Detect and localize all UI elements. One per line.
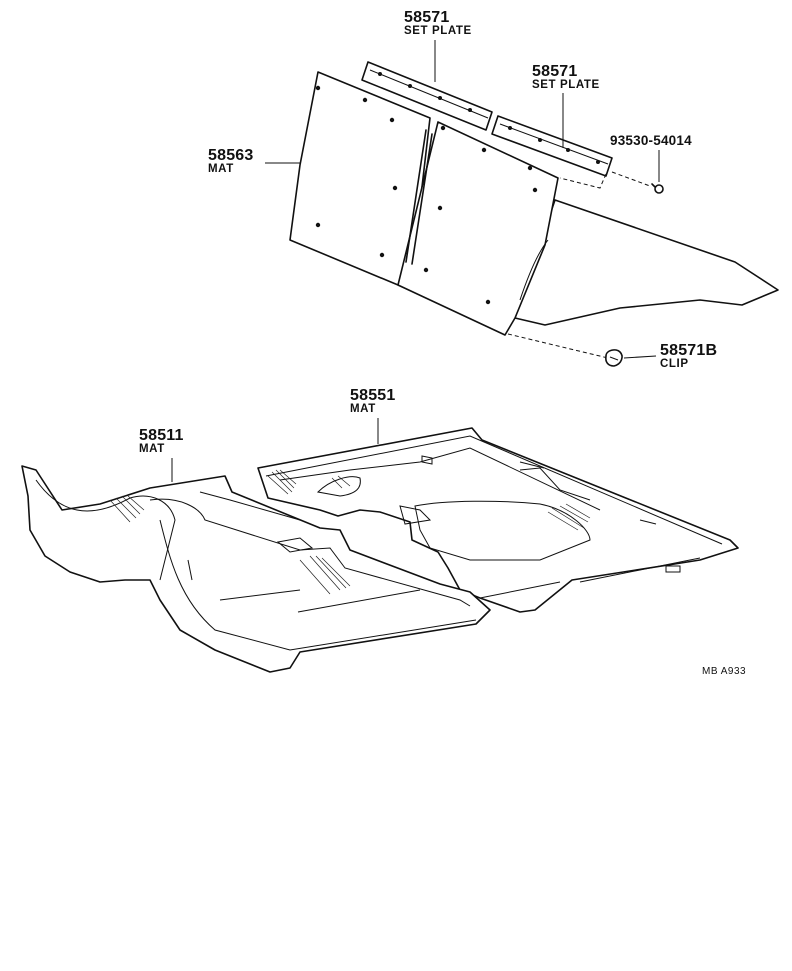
set-plate-left-drawing	[361, 61, 493, 131]
part-number: 58551	[350, 387, 396, 404]
callout-bolt: 93530-54014	[610, 134, 692, 148]
callout-mat-rear: 58563 MAT	[208, 148, 254, 176]
part-number: 58563	[208, 147, 254, 164]
front-mat-drawing	[21, 465, 491, 673]
callout-set-plate-left: 58571 SET PLATE	[404, 10, 472, 38]
part-name: SET PLATE	[404, 25, 472, 37]
figure-code: MB A933	[702, 666, 747, 677]
part-number: 93530-54014	[610, 133, 692, 148]
part-number: 58511	[139, 427, 184, 444]
part-number: 58571B	[660, 342, 718, 359]
part-number: 58571	[404, 9, 450, 26]
center-mat-drawing	[257, 427, 739, 613]
callout-mat-front: 58511 MAT	[139, 428, 184, 456]
callout-clip: 58571B CLIP	[660, 343, 717, 371]
part-name: SET PLATE	[532, 79, 600, 91]
callout-mat-center: 58551 MAT	[350, 388, 396, 416]
clip-drawing	[605, 349, 623, 367]
part-name: MAT	[139, 443, 165, 455]
bolt-drawing	[651, 183, 664, 194]
callout-set-plate-right: 58571 SET PLATE	[532, 64, 600, 92]
rear-mat-drawing	[289, 71, 779, 336]
part-name: MAT	[350, 403, 376, 415]
set-plate-right-drawing	[491, 115, 613, 177]
part-name: CLIP	[660, 358, 689, 370]
part-number: 58571	[532, 63, 578, 80]
part-name: MAT	[208, 163, 234, 175]
